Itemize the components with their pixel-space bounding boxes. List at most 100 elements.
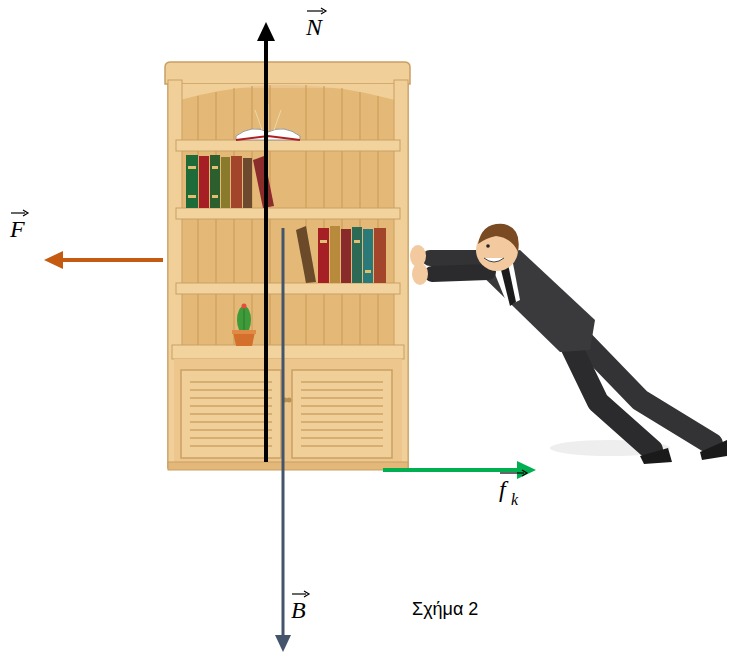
- pushing-man-part: [500, 264, 516, 306]
- books-part: [188, 166, 196, 169]
- bookcase-part: [168, 80, 408, 468]
- normal-force-arrow: [257, 22, 275, 462]
- books-part: [186, 155, 198, 208]
- cactus-pot-part: [237, 306, 251, 334]
- vector-overarrow: [10, 209, 30, 217]
- pushing-man-part: [412, 263, 428, 285]
- bookcase-part: [176, 208, 400, 219]
- bookcase-part: [301, 421, 383, 423]
- weight-arrow-part: [282, 228, 285, 638]
- books-part: [320, 240, 371, 273]
- bookcase-part: [190, 421, 272, 423]
- normal-force-arrow-part: [264, 38, 268, 462]
- bookcase-part: [301, 389, 383, 391]
- friction-arrow: [383, 461, 536, 479]
- pushing-man-part: [484, 258, 504, 262]
- pushing-man-part: [640, 448, 672, 464]
- overarrow-shaft: [292, 593, 306, 594]
- books-part: [231, 156, 242, 208]
- books-part: [212, 195, 218, 198]
- bookcase-part: [301, 381, 383, 383]
- bookcase-part: [172, 345, 404, 359]
- normal-force-arrow-part: [257, 22, 275, 41]
- bookcase-part: [190, 437, 272, 439]
- books-part: [374, 228, 386, 283]
- pushing-man-part: [478, 224, 519, 252]
- bookcase-part: [301, 445, 383, 447]
- bookcase-part: [168, 462, 408, 470]
- bookcase-part: [174, 359, 402, 463]
- books-part: [199, 156, 209, 208]
- force-symbol: F: [10, 216, 25, 242]
- bookcase-part: [215, 92, 216, 350]
- friction-arrow-part: [383, 468, 520, 472]
- bookcase-part: [190, 397, 272, 399]
- books-part: [341, 229, 351, 283]
- books-part: [330, 226, 340, 283]
- bookcase-part: [301, 413, 383, 415]
- bookcase-part: [359, 92, 360, 350]
- bookcase-part: [190, 429, 272, 431]
- push-force-arrow-part: [44, 251, 63, 269]
- books-part: [320, 240, 327, 243]
- cactus-pot: [232, 304, 256, 347]
- pushing-man-part: [570, 344, 652, 450]
- books-part: [365, 270, 371, 273]
- books-part: [352, 227, 362, 283]
- cactus-pot-part: [233, 332, 255, 346]
- cactus-pot-part: [244, 308, 245, 333]
- force-symbol: f: [499, 476, 506, 502]
- bookcase-part: [301, 397, 383, 399]
- friction-arrow-part: [517, 461, 536, 479]
- push-force-arrow: [44, 251, 163, 269]
- vector-overarrow: [499, 469, 529, 477]
- bookcase: [165, 62, 410, 470]
- bookcase-part: [301, 405, 383, 407]
- vector-overarrow: [291, 590, 311, 598]
- push-force-arrow-part: [60, 258, 163, 262]
- bookcase-part: [197, 96, 198, 350]
- overarrow-head: [522, 470, 527, 476]
- books: [186, 104, 386, 283]
- books-part: [188, 166, 218, 198]
- books-part: [354, 240, 360, 243]
- bookcase-part: [180, 84, 395, 100]
- cactus-pot-part: [242, 304, 247, 309]
- bookcase-part: [190, 389, 272, 391]
- bookcase-part: [190, 405, 272, 407]
- books-part: [318, 228, 329, 283]
- bookcase-part: [377, 96, 378, 350]
- bookcase-part: [190, 413, 272, 415]
- weight-arrow: [275, 228, 291, 652]
- bookcase-part: [292, 370, 392, 458]
- bookcase-part: [301, 437, 383, 439]
- books-part: [221, 157, 230, 208]
- pushing-man-part: [430, 250, 478, 266]
- books-part: [255, 110, 262, 130]
- books-part: [212, 166, 218, 169]
- overarrow-shaft: [500, 472, 524, 473]
- overarrow-shaft: [11, 212, 25, 213]
- books-part: [363, 229, 373, 283]
- figure-caption: Σχήμα 2: [412, 600, 478, 620]
- weight-arrow-part: [275, 635, 291, 652]
- force-symbol: B: [291, 597, 306, 623]
- bookcase-part: [301, 429, 383, 431]
- cactus-pot-part: [232, 330, 256, 334]
- vector-overarrow: [306, 7, 328, 15]
- overarrow-shaft: [307, 10, 323, 11]
- overarrow-head: [23, 210, 28, 216]
- books-part: [210, 155, 220, 208]
- books-part: [296, 226, 316, 283]
- pushing-man-part: [486, 244, 490, 248]
- overarrow-head: [321, 8, 326, 14]
- bookcase-part: [190, 445, 272, 447]
- books-part: [243, 158, 252, 208]
- force-symbol: N: [306, 14, 322, 40]
- books-part: [188, 195, 196, 198]
- overarrow-head: [304, 591, 309, 597]
- pushing-man: [410, 224, 727, 464]
- bookcase-part: [190, 381, 272, 383]
